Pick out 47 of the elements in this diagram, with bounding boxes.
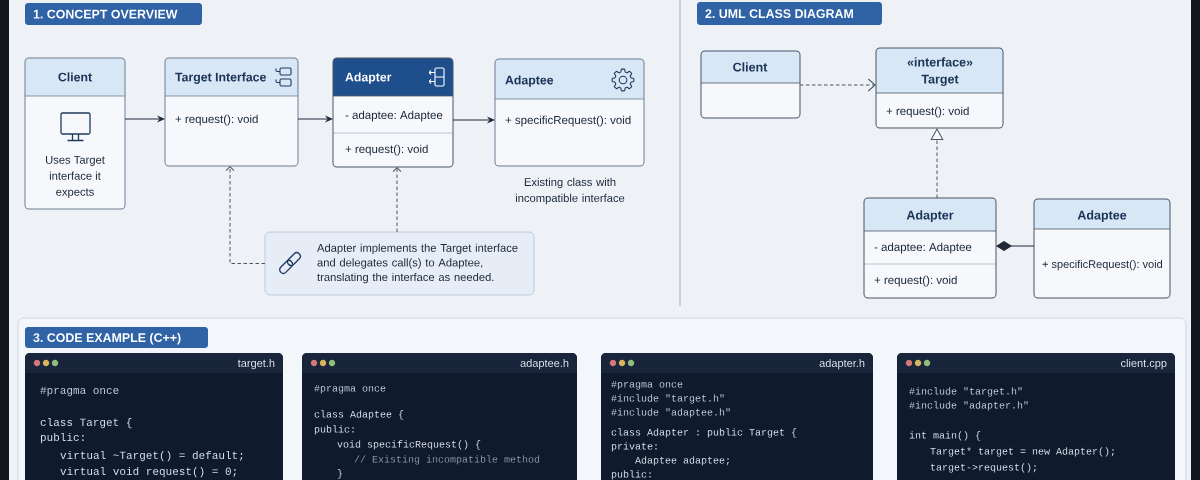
code-line: Adaptee adaptee; [635, 456, 729, 466]
file-name: adapter.h [819, 358, 865, 370]
code-line: Target* target = new Adapter(); [930, 447, 1114, 457]
file-name: target.h [237, 358, 275, 370]
code-line: #pragma once [40, 386, 119, 397]
code-line: public: [314, 425, 354, 435]
class-name: Client [58, 72, 92, 82]
section-header: 1. CONCEPT OVERVIEW [25, 3, 202, 25]
class-name: Client [733, 62, 768, 72]
method-text: + request(): void [874, 275, 957, 287]
code-line: #include "adapter.h" [909, 401, 1028, 411]
attribute-text: - adaptee: Adaptee [874, 242, 972, 254]
code-line: void specificRequest() { [337, 440, 481, 450]
code-line: public: [40, 432, 84, 444]
class-name: Adapter [345, 72, 392, 84]
method-text: + request(): void [175, 114, 258, 126]
code-line: target->request(); [930, 463, 1036, 473]
file-name: adaptee.h [520, 358, 569, 370]
code-line: virtual ~Target() = default; [60, 450, 243, 462]
caption-text: Existing class with incompatible interface [515, 177, 625, 205]
code-line: virtual void request() = 0; [60, 466, 236, 478]
code-line: public: [611, 470, 651, 480]
code-line: // Existing incompatible method [354, 455, 540, 465]
code-line: class Target { [40, 417, 132, 429]
class-name: Adaptee [505, 75, 554, 87]
code-line: #include "target.h" [909, 387, 1022, 397]
class-name: Adapter [906, 210, 954, 222]
method-text: + request(): void [345, 144, 428, 156]
attribute-text: - adaptee: Adaptee [345, 110, 443, 122]
code-line: } [337, 469, 342, 479]
code-line: #pragma once [314, 384, 386, 394]
code-line: class Adapter : public Target { [611, 428, 797, 438]
section-header: 3. CODE EXAMPLE (C++) [25, 327, 208, 348]
code-line: class Adaptee { [314, 410, 404, 420]
class-name: Target Interface [175, 72, 266, 84]
description-text: Uses Target interface it expects [46, 156, 105, 198]
code-line: #include "target.h" [611, 394, 724, 404]
code-line: int main() { [909, 431, 981, 441]
section-header: 2. UML CLASS DIAGRAM [697, 2, 882, 25]
code-line: private: [611, 442, 657, 452]
code-line: #include "adaptee.h" [611, 408, 730, 418]
file-name: client.cpp [1121, 358, 1167, 370]
method-text: + specificRequest(): void [1042, 259, 1163, 271]
class-name: Adaptee [1077, 210, 1127, 222]
code-line: #pragma once [611, 380, 683, 390]
note-text: Adapter implements the Target interface and delegates call(s) to Adaptee, translating the interface as needed. [317, 243, 518, 284]
method-text: + specificRequest(): void [505, 115, 631, 127]
